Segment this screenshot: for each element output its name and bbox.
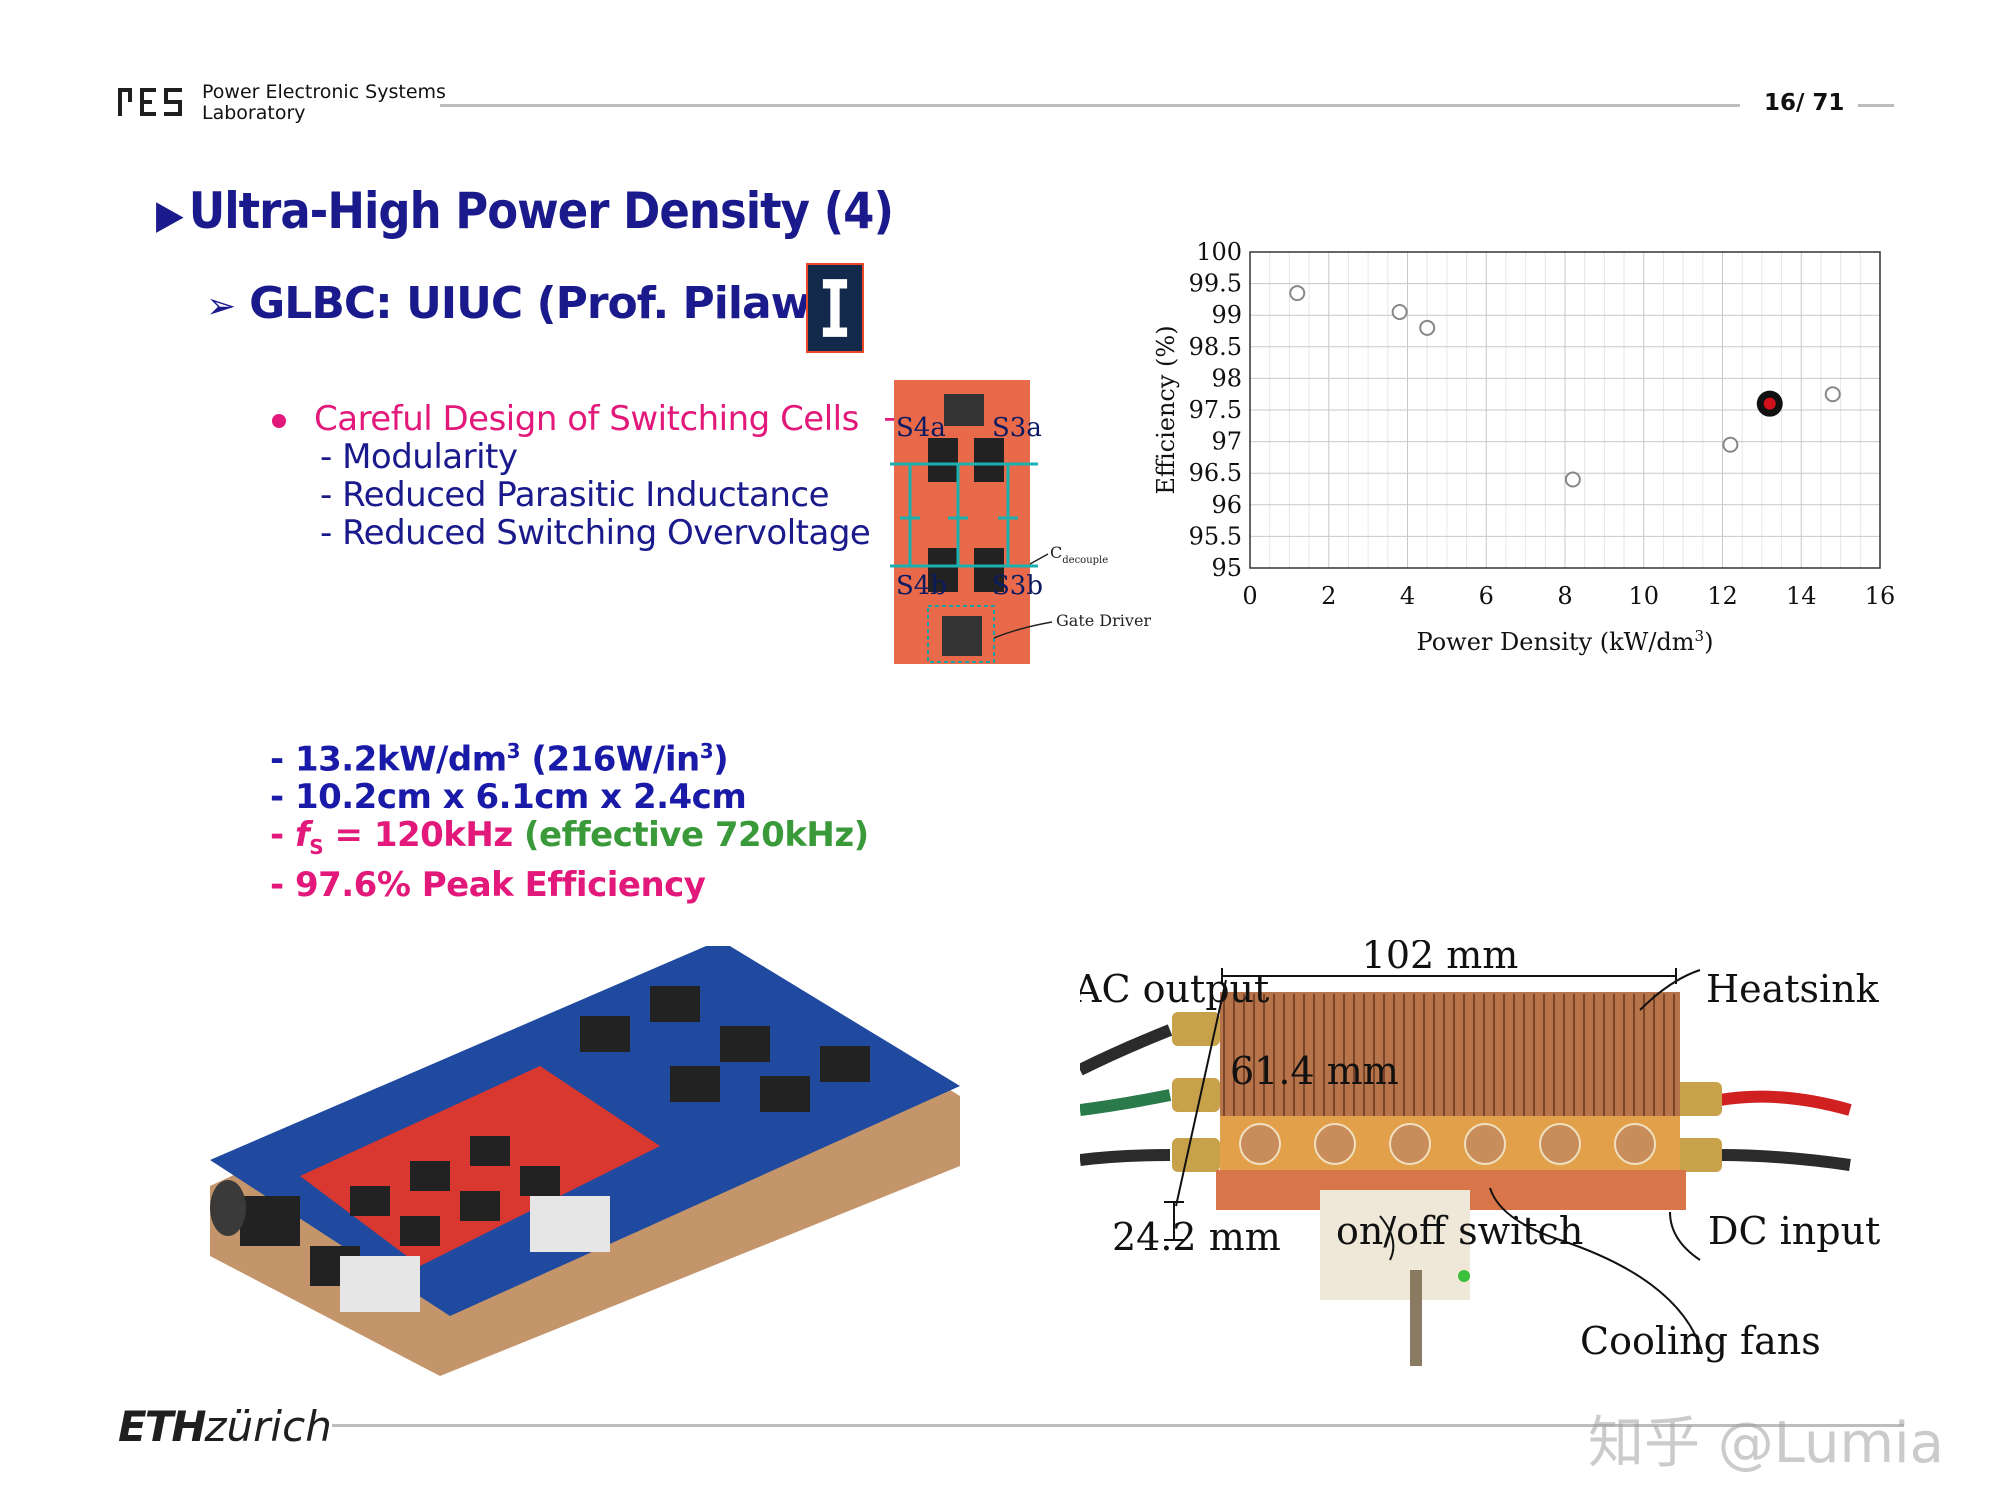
bullet-item: - Reduced Switching Overvoltage — [320, 513, 871, 553]
data-point — [1722, 436, 1739, 453]
converter-pcb-photo — [210, 946, 960, 1376]
proto-length: 61.4 mm — [1230, 1049, 1399, 1093]
x-tick-label: 0 — [1242, 582, 1257, 610]
label-c-decouple: Cdecouple — [1050, 543, 1108, 566]
spec-list: - 13.2kW/dm3 (216W/in3) - 10.2cm x 6.1cm… — [270, 732, 869, 904]
data-point — [1289, 285, 1306, 302]
bullet-main-row: Careful Design of Switching Cells → — [272, 399, 912, 439]
y-tick-label: 96 — [1211, 491, 1242, 519]
label-s3b: S3b — [992, 571, 1043, 601]
subtitle-arrow-icon: ➢ — [206, 286, 236, 327]
x-tick-label: 4 — [1400, 582, 1415, 610]
spec-density-b: (216W/in — [520, 739, 700, 780]
spec-frequency: - fS = 120kHz (effective 720kHz) — [270, 816, 869, 866]
label-gate-driver: Gate Driver — [1056, 611, 1151, 630]
proto-width: 102 mm — [1362, 940, 1519, 977]
label-s4a: S4a — [896, 413, 946, 443]
header-rule — [440, 104, 1740, 107]
y-tick-label: 96.5 — [1189, 459, 1242, 487]
spec-freq-value: = 120kHz — [323, 815, 524, 856]
chart-x-label-main: Power Density (kW/dm — [1417, 628, 1695, 656]
title-triangle-icon: ▶ — [156, 192, 184, 238]
efficiency-chart: 0 2 4 6 8 10 12 14 16 95 95.5 96 96.5 97 97.5 98 98.5 99 9… — [1152, 238, 1896, 656]
proto-heatsink: Heatsink — [1706, 967, 1880, 1011]
data-point — [1564, 471, 1581, 488]
spec-density-c: ) — [713, 739, 729, 780]
proto-fans: Cooling fans — [1580, 1319, 1821, 1363]
data-point — [1391, 304, 1408, 321]
spec-dimensions: - 10.2cm x 6.1cm x 2.4cm — [270, 777, 747, 818]
x-tick-label: 2 — [1321, 582, 1336, 610]
proto-ac-output: AC output — [1080, 967, 1269, 1011]
bullet-dot-icon — [272, 413, 286, 428]
x-tick-label: 6 — [1479, 582, 1494, 610]
footer-rule — [332, 1424, 1904, 1427]
slide-subtitle-row: ➢ GLBC: UIUC (Prof. Pilawa) — [206, 278, 859, 329]
spec-freq-prefix: - — [270, 815, 295, 856]
eth-logo-rest: zürich — [204, 1402, 332, 1451]
x-tick-label: 12 — [1707, 582, 1738, 610]
y-tick-label: 97.5 — [1189, 396, 1242, 424]
y-tick-label: 95 — [1211, 554, 1242, 582]
y-tick-label: 97 — [1211, 428, 1242, 456]
chart-y-label: Efficiency (%) — [1152, 325, 1180, 494]
spec-density: - 13.2kW/dm3 (216W/in3) — [270, 732, 869, 778]
spec-density-sup: 3 — [506, 739, 521, 763]
bullet-item: - Reduced Parasitic Inductance — [320, 475, 830, 515]
label-c-decouple-main: C — [1050, 543, 1062, 562]
spec-efficiency: - 97.6% Peak Efficiency — [270, 865, 706, 906]
label-s4b: S4b — [896, 571, 947, 601]
spec-density-a: - 13.2kW/dm — [270, 739, 507, 780]
chart-x-label-sup: 3 — [1695, 627, 1705, 645]
lab-name: Power Electronic Systems Laboratory — [202, 82, 446, 124]
illinois-logo — [806, 263, 864, 353]
spec-freq-f: f — [294, 815, 310, 856]
watermark: 知乎 @Lumia — [1588, 1411, 1944, 1476]
chart-grid — [1249, 251, 1881, 569]
y-tick-label: 95.5 — [1189, 522, 1242, 550]
label-s3a: S3a — [992, 413, 1042, 443]
lab-name-line2: Laboratory — [202, 102, 306, 124]
highlight-point — [1763, 397, 1776, 410]
proto-height: 24.2 mm — [1112, 1215, 1281, 1259]
x-tick-label: 16 — [1865, 582, 1896, 610]
chart-ticks: 0 2 4 6 8 10 12 14 16 95 95.5 96 96.5 97 97.5 98 98.5 99 9… — [1189, 238, 1896, 610]
y-tick-label: 98.5 — [1189, 333, 1242, 361]
plot-frame — [1249, 251, 1881, 569]
eth-zurich-logo: ETHzürich — [118, 1402, 332, 1451]
bullet-item: - Modularity — [320, 437, 518, 477]
slide-title-row: ▶Ultra-High Power Density (4) — [156, 182, 894, 240]
data-point — [1824, 386, 1841, 403]
data-point — [1419, 319, 1436, 336]
slide-title: Ultra-High Power Density (4) — [188, 182, 894, 240]
prototype-photo: 102 mm AC output Heatsink 61.4 mm 24.2 m… — [1080, 940, 1880, 1366]
page-number: 16/ 71 — [1764, 90, 1845, 116]
bullet-list: Careful Design of Switching Cells → - Mo… — [272, 399, 912, 553]
y-tick-label: 98 — [1211, 364, 1242, 392]
y-tick-label: 99.5 — [1189, 270, 1242, 298]
pes-logo — [118, 88, 182, 116]
lab-name-line1: Power Electronic Systems — [202, 81, 446, 103]
spec-density-sup2: 3 — [699, 739, 714, 763]
bullet-main: Careful Design of Switching Cells — [314, 399, 859, 439]
proto-dc-input: DC input — [1708, 1209, 1880, 1253]
x-tick-label: 14 — [1786, 582, 1817, 610]
x-tick-label: 8 — [1557, 582, 1572, 610]
spec-freq-sub: S — [309, 835, 324, 860]
header-rule-short — [1858, 104, 1894, 107]
spec-freq-effective: (effective 720kHz) — [523, 815, 869, 856]
chart-x-label-end: ) — [1704, 628, 1713, 656]
slide-subtitle: GLBC: UIUC (Prof. Pilawa) — [249, 278, 859, 329]
proto-switch: on/off switch — [1336, 1209, 1583, 1253]
y-tick-label: 100 — [1196, 238, 1242, 266]
label-c-decouple-sub: decouple — [1062, 555, 1108, 566]
chart-points — [1289, 285, 1841, 488]
chart-x-label: Power Density (kW/dm3) — [1417, 627, 1714, 656]
switching-cell-pcb-image: S4a S3a S4b S3b Cdecouple Gate Driver — [890, 380, 1151, 664]
x-tick-label: 10 — [1628, 582, 1659, 610]
heatsink-fins — [1223, 994, 1675, 1118]
y-tick-label: 99 — [1211, 301, 1242, 329]
eth-logo-bold: ETH — [118, 1402, 206, 1451]
